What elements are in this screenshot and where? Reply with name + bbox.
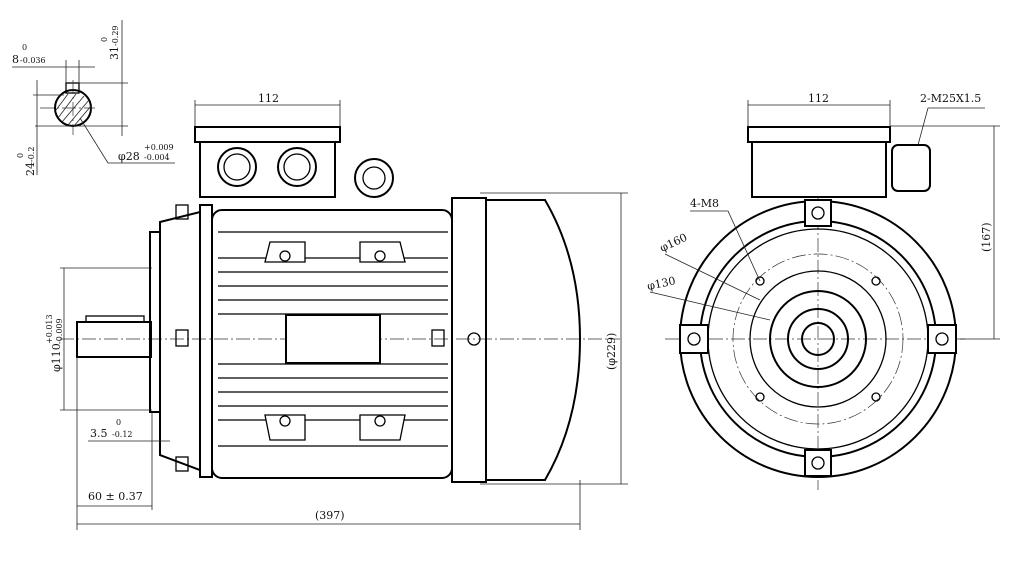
shaft [76, 321, 152, 358]
svg-text:0: 0 [16, 153, 25, 158]
cable-gland-label: 2-M25X1.5 [920, 92, 981, 105]
key-slot [65, 82, 80, 94]
lifting-eye [354, 158, 394, 198]
fan-cover-ring [451, 197, 487, 483]
side-terminal-box-width: 112 [258, 92, 279, 105]
cable-gland [277, 147, 317, 187]
svg-text:0: 0 [116, 418, 121, 427]
front-view: 112 2-M25X1.5 (167) 4-M8 φ160 φ130 [646, 92, 1000, 490]
overall-diameter-label: (φ229) [605, 333, 618, 370]
spigot-label: φ130 [646, 274, 677, 293]
bolt-holes-label: 4-M8 [690, 197, 719, 210]
svg-text:0: 0 [100, 37, 109, 42]
fan-cover [485, 199, 582, 481]
key-width-label: 8 [12, 53, 19, 66]
shaft-flat-label: 24 [24, 162, 37, 176]
svg-text:+0.013: +0.013 [45, 314, 54, 344]
cable-gland [217, 147, 257, 187]
side-view: 112 φ110 +0.013 -0.009 3.5 0 -0.12 60 ± … [45, 92, 628, 530]
svg-text:0: 0 [22, 43, 27, 52]
nameplate [285, 314, 381, 364]
svg-text:-0.12: -0.12 [112, 430, 133, 439]
svg-text:+0.009: +0.009 [144, 143, 174, 152]
front-terminal-box [751, 141, 887, 198]
flange-thickness-label: 3.5 [90, 427, 108, 440]
shaft-length-label: 60 ± 0.37 [88, 490, 143, 503]
spigot-diameter-label: φ110 [50, 343, 63, 372]
shaft-diameter-label: φ28 [118, 150, 140, 163]
svg-text:-0.036: -0.036 [20, 56, 46, 65]
flange-pcd-label: φ160 [658, 231, 690, 255]
svg-text:-0.2: -0.2 [27, 147, 36, 162]
terminal-box [199, 141, 336, 198]
center-height-label: (167) [980, 222, 993, 252]
svg-text:-0.004: -0.004 [144, 153, 170, 162]
pcd-circle [732, 253, 904, 425]
front-terminal-box-lid [747, 126, 891, 143]
key-section-detail: 8 0 -0.036 31 -0.29 0 24 -0.2 0 φ28 +0.0… [12, 20, 175, 176]
svg-text:-0.29: -0.29 [111, 25, 120, 46]
svg-text:-0.009: -0.009 [55, 318, 64, 344]
front-terminal-box-width: 112 [808, 92, 829, 105]
key-height-label: 31 [108, 46, 121, 60]
terminal-box-lid [194, 126, 341, 143]
overall-length-label: (397) [315, 509, 345, 522]
front-cable-gland [891, 144, 931, 192]
